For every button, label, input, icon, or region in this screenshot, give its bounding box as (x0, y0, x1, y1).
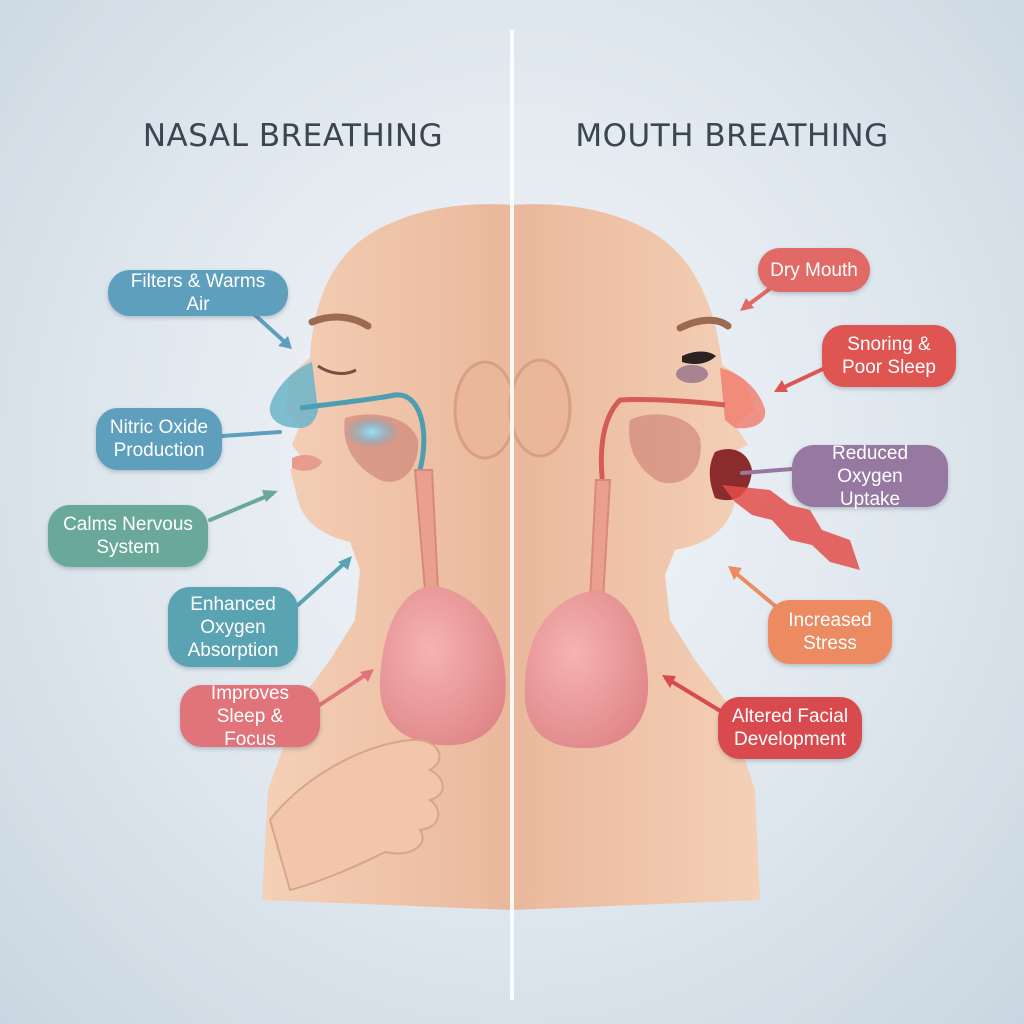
nasal-airway-path (299, 392, 435, 561)
mouth-lung (524, 590, 649, 749)
nasal-head-figure (262, 204, 517, 910)
mouth-head-silhouette (512, 204, 760, 910)
arrow-stress (730, 568, 782, 612)
nasal-nose-highlight (269, 362, 318, 428)
mouth-sinus-cavity (629, 414, 701, 484)
label-altered-facial: Altered Facial Development (718, 697, 862, 759)
label-enhanced-oxygen: Enhanced Oxygen Absorption (168, 587, 298, 667)
nasal-breathing-title: NASAL BREATHING (142, 118, 444, 154)
nasal-hand (268, 738, 444, 892)
label-calms-nervous-system: Calms Nervous System (48, 505, 208, 567)
nasal-ear (453, 360, 517, 460)
label-increased-stress: Increased Stress (768, 600, 892, 664)
arrow-stress-head (728, 566, 742, 580)
mouth-eyebrow (676, 316, 732, 332)
exhaled-air-zigzag (722, 485, 860, 570)
mouth-head-figure (508, 204, 860, 910)
dark-circle (676, 365, 708, 383)
nasal-arrows (208, 313, 374, 712)
nasal-lung (379, 585, 506, 746)
arrow-enhanced (296, 558, 350, 607)
arrow-altered-head (662, 675, 676, 688)
arrow-dry-head (740, 298, 754, 311)
arrow-improves-head (360, 669, 374, 682)
label-dry-mouth: Dry Mouth (758, 248, 870, 292)
arrow-snoring-head (774, 380, 788, 392)
nasal-eyebrow (308, 313, 372, 330)
open-eye-icon (682, 351, 716, 364)
arrow-calms-head (262, 490, 278, 502)
label-filters-warms-air: Filters & Warms Air (108, 270, 288, 316)
nasal-lips (292, 455, 322, 471)
arrow-snoring (776, 366, 827, 392)
mouth-ear (508, 358, 572, 458)
mouth-nose-highlight (720, 368, 766, 429)
arrow-filters-head (278, 336, 292, 349)
arrow-filters (253, 313, 290, 347)
closed-eye-icon (317, 364, 357, 375)
label-nitric-oxide: Nitric Oxide Production (96, 408, 222, 470)
arrow-nitric (220, 430, 282, 438)
arrow-calms (208, 492, 274, 522)
arrow-altered (664, 676, 724, 714)
nasal-airflow-glow (344, 416, 400, 448)
label-reduced-oxygen: Reduced Oxygen Uptake (792, 443, 948, 510)
arrow-improves (310, 670, 372, 712)
label-improves-sleep: Improves Sleep & Focus (180, 683, 320, 750)
arrow-enhanced-head (338, 556, 352, 570)
mouth-arrows (662, 283, 827, 714)
mouth-airway-path (595, 396, 726, 591)
label-snoring-poor-sleep: Snoring & Poor Sleep (822, 325, 956, 387)
mouth-breathing-title: MOUTH BREATHING (575, 118, 889, 154)
